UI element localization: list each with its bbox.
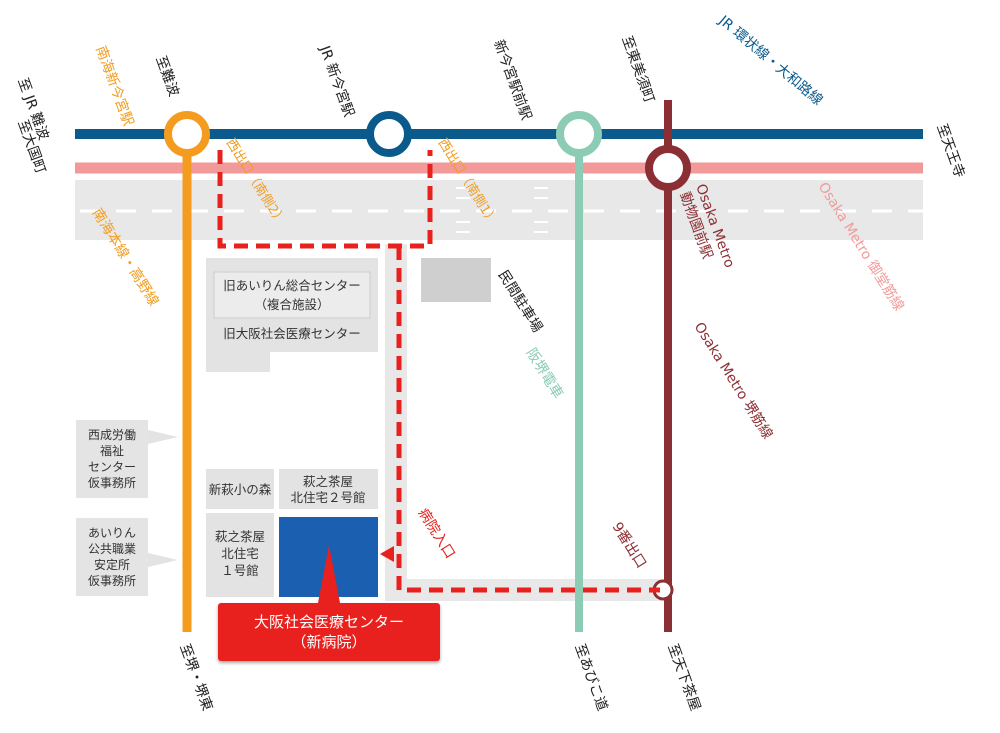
north1-name-1: 萩之茶屋 — [215, 529, 265, 544]
walking-route — [217, 150, 660, 593]
airin-job-line3: 安定所 — [93, 558, 130, 572]
dir-sakai-higashi: 至堺・堺東 — [176, 642, 215, 713]
north1-block — [206, 513, 274, 597]
north2-block — [279, 469, 378, 509]
dir-namba: 至難波 — [152, 54, 181, 99]
line-sakaisuji: Osaka Metro 堺筋線 — [691, 319, 777, 442]
parking-block — [421, 258, 491, 302]
dir-tengachaya: 至天下茶屋 — [664, 642, 703, 713]
dir-abikomichi: 至あびこ道 — [571, 642, 610, 713]
nishinari-line2: 福祉 — [99, 444, 124, 458]
nishinari-pointer — [148, 430, 178, 444]
hankai-station-marker — [556, 111, 602, 157]
airin-center-name: 旧あいりん総合センター — [223, 278, 361, 293]
dir-tennoji: 至天王寺 — [933, 122, 967, 180]
station-shin-imamiya-ekimae: 新今宮駅前駅 — [490, 38, 535, 123]
north2-name-1: 萩之茶屋 — [303, 474, 353, 489]
airin-inner-box — [213, 271, 371, 319]
shinhagi-forest-name: 新萩小の森 — [209, 482, 272, 497]
north1-name-2: 北住宅 — [221, 546, 259, 561]
line-jr-loop: JR 環状線・大和路線 — [715, 12, 826, 109]
airin-job-pointer — [148, 553, 178, 567]
nishinari-office-box: 西成労働 福祉 センター 仮事務所 — [76, 420, 148, 498]
airin-center-sub: （複合施設） — [254, 297, 329, 312]
hospital-subname: （新病院） — [291, 633, 367, 651]
jr-station-marker — [366, 111, 412, 157]
old-hospital-name: 旧大阪社会医療センター — [223, 326, 361, 341]
airin-job-line1: あいりん — [87, 526, 136, 540]
north1-name-3: １号館 — [221, 563, 259, 578]
hospital-pointer-icon — [318, 545, 340, 603]
north2-name-2: 北住宅２号館 — [290, 490, 365, 505]
entrance-arrow-icon — [380, 546, 394, 562]
road — [75, 180, 923, 240]
airin-job-line2: 公共職業 — [87, 542, 136, 556]
station-nankai-shin-imamiya: 南海新今宮駅 — [92, 44, 136, 128]
hospital-name: 大阪社会医療センター — [253, 613, 404, 631]
dir-higashi-sumiyoshi: 至東美須町 — [618, 34, 657, 105]
airin-job-office-box: あいりん 公共職業 安定所 仮事務所 — [76, 518, 148, 596]
line-hankai: 阪堺電車 — [523, 345, 567, 401]
nishinari-line1: 西成労働 — [87, 428, 136, 442]
dobutsuen-station-marker — [645, 145, 691, 191]
airin-job-line4: 仮事務所 — [87, 574, 136, 588]
new-hospital-callout: 大阪社会医療センター （新病院） — [218, 603, 440, 661]
shinhagi-forest-block — [206, 469, 274, 509]
nishinari-line3: センター — [87, 460, 136, 474]
exit-9: 9番出口 — [609, 520, 650, 572]
hospital-entrance-label: 病院入口 — [415, 506, 458, 562]
parking-label: 民間駐車場 — [495, 267, 547, 335]
station-jr-shin-imamiya: JR 新今宮駅 — [316, 43, 357, 119]
nankai-station-marker — [164, 111, 210, 157]
nishinari-line4: 仮事務所 — [87, 476, 136, 490]
